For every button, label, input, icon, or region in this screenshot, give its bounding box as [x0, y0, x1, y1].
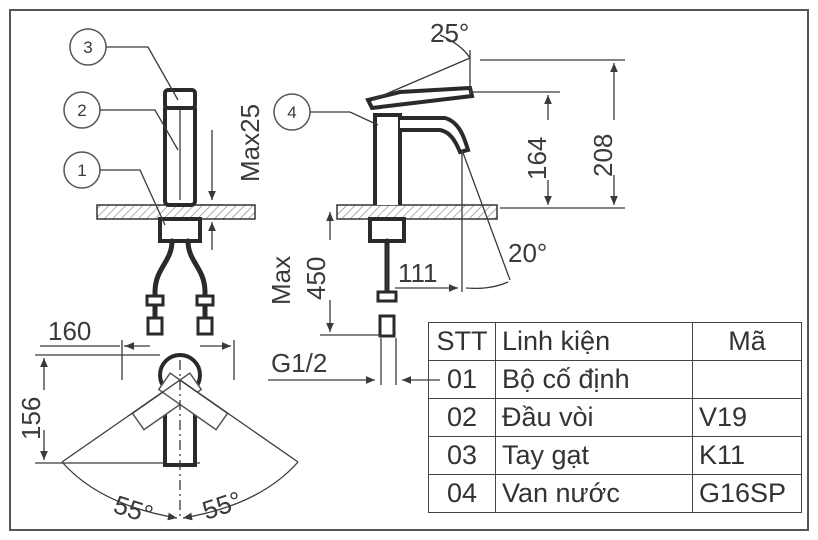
cell-code — [692, 360, 802, 399]
front-mount-nut — [158, 217, 202, 243]
dim-reach-111: 111 — [398, 258, 438, 288]
cell-stt: 01 — [428, 360, 496, 399]
side-spout — [400, 116, 471, 155]
dim-swing-left: 55° — [110, 489, 157, 530]
table-row: 01 Bộ cố định — [428, 360, 802, 399]
dim-below-450: 450 — [301, 257, 331, 300]
header-stt: STT — [428, 322, 496, 361]
table-row: 04 Van nước G16SP — [428, 474, 802, 513]
svg-text:2: 2 — [77, 101, 86, 120]
dim-depth-156: 156 — [16, 397, 46, 440]
table-row: 02 Đầu vòi V19 — [428, 398, 802, 437]
top-view: 160 156 55° 55° — [16, 316, 299, 530]
cell-name: Đầu vòi — [495, 398, 693, 437]
dim-below-max: Max — [266, 256, 296, 305]
header-name: Linh kiện — [495, 322, 693, 361]
dim-spout-angle: 20° — [508, 238, 547, 268]
cell-name: Van nước — [495, 474, 693, 513]
front-hose-right — [185, 238, 208, 319]
side-faucet-body — [373, 113, 402, 205]
dim-height-164: 164 — [522, 137, 552, 180]
cell-code: G16SP — [692, 474, 802, 513]
table-row: 03 Tay gạt K11 — [428, 436, 802, 475]
cell-stt: 03 — [428, 436, 496, 475]
svg-text:3: 3 — [83, 38, 92, 57]
front-view: 3 2 1 Max25 — [63, 28, 265, 336]
cell-code: V19 — [692, 398, 802, 437]
side-lever — [365, 85, 475, 111]
front-hose-left — [152, 238, 175, 319]
side-view: 4 25° 164 208 Max 450 111 20° — [266, 18, 625, 385]
front-lever — [163, 88, 197, 110]
cell-stt: 04 — [428, 474, 496, 513]
cell-name: Tay gạt — [495, 436, 693, 475]
cell-code: K11 — [692, 436, 802, 475]
header-code: Mã — [692, 322, 802, 361]
dim-swing-right: 55° — [199, 485, 246, 526]
drawing-frame — [9, 9, 809, 531]
svg-text:4: 4 — [287, 103, 296, 122]
cell-stt: 02 — [428, 398, 496, 437]
cell-name: Bộ cố định — [495, 360, 693, 399]
dim-lever-angle: 25° — [430, 18, 469, 48]
side-mount-nut — [368, 217, 406, 243]
svg-text:1: 1 — [77, 161, 86, 180]
side-deck-plate — [336, 204, 498, 220]
dim-thread: G1/2 — [271, 348, 327, 378]
front-deck-plate — [96, 204, 256, 220]
dim-max25: Max25 — [235, 104, 265, 182]
dim-height-208: 208 — [588, 134, 618, 177]
table-header-row: STT Linh kiện Mã — [428, 322, 802, 361]
dim-width-160: 160 — [48, 316, 91, 346]
parts-table: STT Linh kiện Mã 01 Bộ cố định 02 Đầu vò… — [428, 322, 802, 513]
